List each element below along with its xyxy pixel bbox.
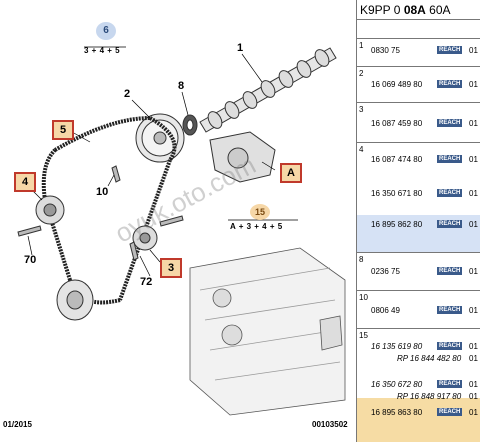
reach-badge: REACH bbox=[437, 155, 463, 163]
reach-badge: REACH bbox=[437, 189, 463, 197]
quantity: 01 bbox=[469, 80, 478, 89]
callout-72: 72 bbox=[140, 276, 153, 288]
group-number: 4 bbox=[359, 145, 364, 154]
group-number: 1 bbox=[359, 41, 364, 50]
parts-diagram: 6 3 + 4 + 5 15 A + 3 + 4 + 5 1 2 8 10 70… bbox=[3, 22, 348, 429]
engine-block bbox=[189, 247, 346, 416]
group-number: 8 bbox=[359, 255, 364, 264]
group-8[interactable]: 8 0236 75 REACH 01 bbox=[357, 252, 480, 291]
cam-pulley bbox=[135, 113, 185, 163]
box-label-5: 5 bbox=[52, 120, 74, 140]
reach-badge: REACH bbox=[437, 380, 463, 388]
part-number: 0236 75 bbox=[371, 267, 400, 276]
part-number: 16 895 862 80 bbox=[371, 220, 423, 229]
quantity: 01 bbox=[469, 220, 478, 229]
part-number: 0830 75 bbox=[371, 46, 400, 55]
callout-70: 70 bbox=[24, 254, 37, 266]
part-number: 16 350 672 80 bbox=[371, 380, 423, 389]
group-10[interactable]: 10 0806 49 REACH 01 bbox=[357, 290, 480, 329]
group-3[interactable]: 3 16 087 459 80 REACH 01 bbox=[357, 102, 480, 143]
reach-badge: REACH bbox=[437, 220, 463, 228]
part-number: 16 895 863 80 bbox=[371, 408, 423, 417]
part-number: 16 087 459 80 bbox=[371, 119, 423, 128]
group-15[interactable]: 15 16 135 619 80 REACH 01 RP 16 844 482 … bbox=[357, 328, 480, 443]
engine-code-suffix: 60A bbox=[425, 3, 451, 17]
replacement-part-number: RP 16 848 917 80 bbox=[397, 392, 462, 401]
diagram-code: 00103502 bbox=[312, 420, 348, 429]
engine-code-header: K9PP 0 08A 60A bbox=[357, 0, 480, 20]
group-1[interactable]: 1 0830 75 REACH 01 bbox=[357, 38, 480, 67]
callout-2: 2 bbox=[124, 88, 131, 100]
reach-badge: REACH bbox=[437, 46, 463, 54]
reach-badge: REACH bbox=[437, 119, 463, 127]
quantity: 01 bbox=[469, 392, 478, 401]
top-formula: 3 + 4 + 5 bbox=[84, 46, 121, 55]
reach-badge: REACH bbox=[437, 342, 463, 350]
engine-code-bold: 08A bbox=[403, 3, 426, 17]
quantity: 01 bbox=[469, 189, 478, 198]
part-number: 16 069 489 80 bbox=[371, 80, 423, 89]
camshaft bbox=[199, 47, 337, 133]
quantity: 01 bbox=[469, 342, 478, 351]
quantity: 01 bbox=[469, 119, 478, 128]
box-label-3: 3 bbox=[160, 258, 182, 278]
parts-list-panel: K9PP 0 08A 60A 1 0830 75 REACH 01 2 16 0… bbox=[356, 0, 480, 442]
group-number: 10 bbox=[359, 293, 368, 302]
diagram-date: 01/2015 bbox=[3, 420, 32, 429]
quantity: 01 bbox=[469, 46, 478, 55]
quantity: 01 bbox=[469, 380, 478, 389]
quantity: 01 bbox=[469, 354, 478, 363]
part-number: 16 350 671 80 bbox=[371, 189, 423, 198]
reach-badge: REACH bbox=[437, 408, 463, 416]
group-4[interactable]: 4 16 087 474 80 REACH 01 16 350 671 80 R… bbox=[357, 142, 480, 253]
engine-code-prefix: K9PP 0 bbox=[360, 3, 404, 17]
top-formula-number-badge: 6 bbox=[96, 22, 116, 40]
mid-formula: A + 3 + 4 + 5 bbox=[230, 222, 283, 231]
timing-belt bbox=[41, 116, 177, 305]
reach-badge: REACH bbox=[437, 267, 463, 275]
quantity: 01 bbox=[469, 267, 478, 276]
mid-formula-number-badge: 15 bbox=[250, 204, 270, 220]
idler-roller bbox=[132, 225, 158, 251]
callout-8: 8 bbox=[178, 80, 185, 92]
reach-badge: REACH bbox=[437, 80, 463, 88]
group-number: 15 bbox=[359, 331, 368, 340]
replacement-part-number: RP 16 844 482 80 bbox=[397, 354, 462, 363]
highlighted-row-orange bbox=[357, 398, 480, 442]
part-number: 16 087 474 80 bbox=[371, 155, 423, 164]
quantity: 01 bbox=[469, 306, 478, 315]
box-label-4: 4 bbox=[14, 172, 36, 192]
group-2[interactable]: 2 16 069 489 80 REACH 01 bbox=[357, 66, 480, 103]
part-number: 16 135 619 80 bbox=[371, 342, 423, 351]
box-label-a: A bbox=[280, 163, 302, 183]
crank-pulley bbox=[56, 279, 94, 321]
diagram-drawing bbox=[17, 46, 346, 416]
quantity: 01 bbox=[469, 155, 478, 164]
reach-badge: REACH bbox=[437, 306, 463, 314]
bolts bbox=[17, 165, 184, 261]
part-number: 0806 49 bbox=[371, 306, 400, 315]
quantity: 01 bbox=[469, 408, 478, 417]
callout-10: 10 bbox=[96, 186, 109, 198]
callout-1: 1 bbox=[237, 42, 244, 54]
tensioner-roller bbox=[35, 195, 65, 225]
group-number: 3 bbox=[359, 105, 364, 114]
oil-seal bbox=[182, 114, 198, 136]
group-number: 2 bbox=[359, 69, 364, 78]
water-pump bbox=[209, 131, 276, 183]
